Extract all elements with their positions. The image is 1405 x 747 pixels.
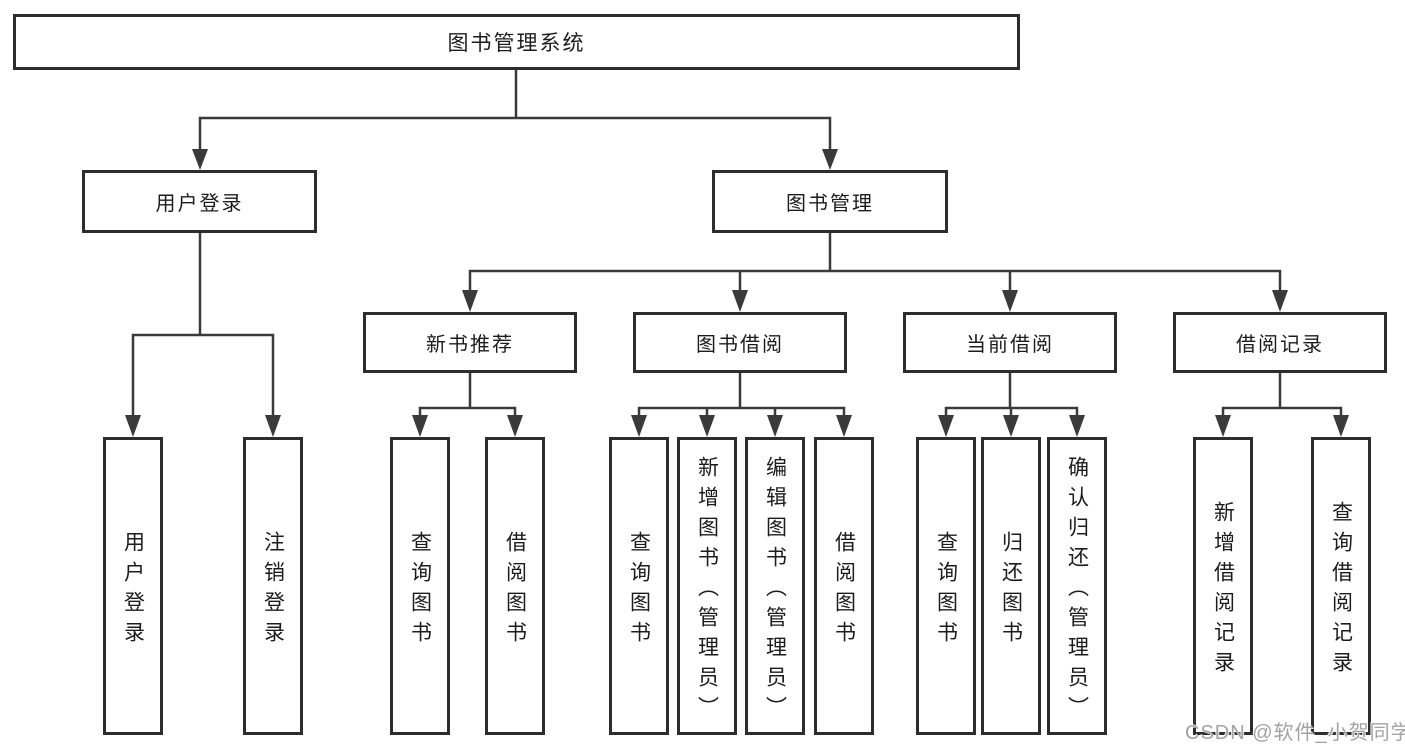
- leaf-label: 注销登录: [261, 530, 285, 651]
- leaf-label: 借阅图书: [832, 530, 856, 651]
- leaf-add-books-admin: 新增图书（管理员）: [677, 437, 737, 735]
- connector-user-login-children: [125, 233, 281, 437]
- connector-root-to-level2: [192, 70, 838, 170]
- leaf-return-books: 归还图书: [981, 437, 1041, 735]
- node-root: 图书管理系统: [13, 14, 1020, 70]
- node-new-book-recommend: 新书推荐: [363, 312, 577, 373]
- leaf-confirm-return-admin: 确认归还（管理员）: [1047, 437, 1107, 735]
- leaf-label: 确认归还（管理员）: [1065, 455, 1089, 726]
- connector-current-borrow-children: [938, 373, 1085, 437]
- connector-book-mgmt-to-level3: [462, 233, 1288, 312]
- node-user-login: 用户登录: [82, 170, 317, 233]
- connector-borrow-record-children: [1215, 373, 1349, 437]
- node-book-management: 图书管理: [712, 170, 948, 233]
- leaf-add-borrow-record: 新增借阅记录: [1193, 437, 1253, 735]
- leaf-query-books-newbook: 查询图书: [390, 437, 450, 735]
- leaf-label: 新增图书（管理员）: [695, 455, 719, 726]
- node-borrowing-records: 借阅记录: [1173, 312, 1387, 373]
- leaf-user-login: 用户登录: [103, 437, 163, 735]
- leaf-label: 编辑图书（管理员）: [763, 455, 787, 726]
- node-current-borrowing: 当前借阅: [903, 312, 1117, 373]
- leaf-borrow-books-newbook: 借阅图书: [485, 437, 545, 735]
- leaf-label: 查询图书: [934, 530, 958, 651]
- connector-new-book-children: [412, 373, 523, 437]
- leaf-logout: 注销登录: [243, 437, 303, 735]
- leaf-edit-books-admin: 编辑图书（管理员）: [745, 437, 805, 735]
- leaf-label: 用户登录: [121, 530, 145, 651]
- leaf-query-borrow-record: 查询借阅记录: [1311, 437, 1371, 735]
- watermark: CSDN @软件_小贺同学: [1185, 722, 1405, 744]
- leaf-label: 新增借阅记录: [1211, 500, 1235, 681]
- leaf-query-books-borrow: 查询图书: [609, 437, 669, 735]
- leaf-label: 归还图书: [999, 530, 1023, 651]
- leaf-query-books-current: 查询图书: [916, 437, 976, 735]
- connector-book-borrow-children: [631, 373, 852, 437]
- node-book-borrowing: 图书借阅: [633, 312, 847, 373]
- leaf-label: 查询借阅记录: [1329, 500, 1353, 681]
- leaf-label: 查询图书: [627, 530, 651, 651]
- leaf-label: 借阅图书: [503, 530, 527, 651]
- leaf-borrow-books-borrow: 借阅图书: [814, 437, 874, 735]
- leaf-label: 查询图书: [408, 530, 432, 651]
